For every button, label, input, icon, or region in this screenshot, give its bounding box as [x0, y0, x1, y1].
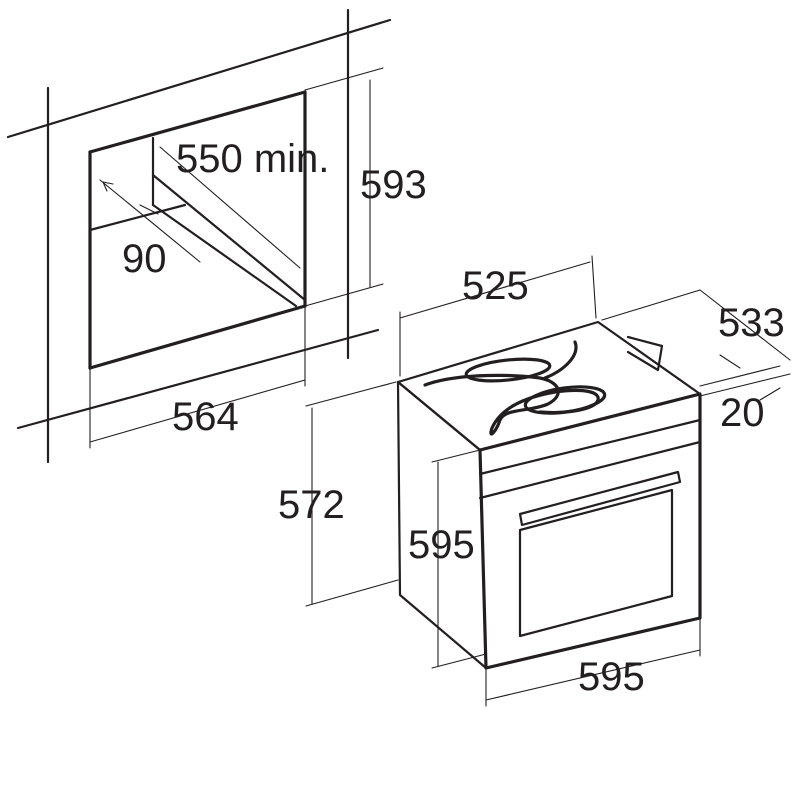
dim-oven-depth-line — [399, 261, 591, 319]
hob-swirl-b — [543, 340, 578, 380]
niche-depth-diagonal-a — [151, 173, 307, 302]
cabinet-bottom-line — [16, 328, 380, 430]
hob-ring-b — [523, 385, 607, 415]
dim-niche-depth-line — [159, 146, 301, 269]
label-niche-width: 564 — [172, 395, 239, 439]
dim-offset-arrow — [139, 204, 159, 215]
dim-oven-total-depth-slant — [699, 289, 791, 361]
dim-oven-body-height-ext-bottom — [305, 579, 399, 607]
dim-door-thickness-line-a — [699, 365, 781, 387]
oven-rear-bracket — [626, 335, 664, 372]
dim-door-thickness-line-b — [699, 373, 791, 397]
oven: 525 533 20 572 595 595 — [278, 255, 791, 707]
dim-oven-width-line — [485, 649, 701, 701]
dim-niche-height-ext-bottom — [304, 283, 384, 307]
dim-niche-width-line — [89, 379, 306, 443]
hob-ring-a — [464, 357, 552, 383]
niche-top-edge — [88, 90, 307, 154]
dim-oven-total-depth-line — [601, 289, 701, 321]
dim-door-thickness-arrow-a — [719, 354, 741, 369]
label-door-thickness: 20 — [720, 391, 765, 435]
dim-oven-front-height-ext-top — [431, 449, 481, 463]
oven-door-handle — [518, 470, 682, 527]
oven-front-face — [478, 392, 702, 670]
label-niche-height: 593 — [360, 163, 427, 207]
niche-shelf-line — [88, 203, 187, 232]
label-oven-total-depth: 533 — [718, 301, 785, 345]
label-oven-front-height: 595 — [408, 523, 475, 567]
label-oven-width: 595 — [578, 655, 645, 699]
dim-oven-depth-ext-right — [591, 255, 597, 319]
cabinet-niche: 550 min. 593 90 564 — [6, 8, 427, 464]
label-oven-body-height: 572 — [278, 483, 345, 527]
dim-offset-arrow-tip-b — [102, 181, 108, 192]
hob-swirl-a — [423, 373, 600, 436]
oven-control-panel-bottom — [478, 418, 702, 476]
oven-door-top — [478, 440, 702, 500]
dim-oven-front-height-ext-bottom — [431, 653, 487, 669]
label-oven-depth: 525 — [462, 264, 529, 308]
oven-door-window — [518, 488, 674, 638]
dim-door-thickness-arrow-b — [759, 387, 781, 401]
niche-depth-diagonal-b — [151, 203, 298, 308]
dim-niche-height-ext-top — [304, 67, 384, 91]
niche-bottom-edge — [88, 304, 307, 370]
label-niche-depth: 550 min. — [176, 137, 329, 181]
dim-offset-arrow-tip-a — [102, 181, 114, 185]
label-niche-offset: 90 — [122, 237, 167, 281]
dim-offset-line — [99, 179, 201, 263]
cabinet-top-line — [6, 18, 392, 139]
dim-oven-body-height-ext-top — [305, 381, 397, 407]
